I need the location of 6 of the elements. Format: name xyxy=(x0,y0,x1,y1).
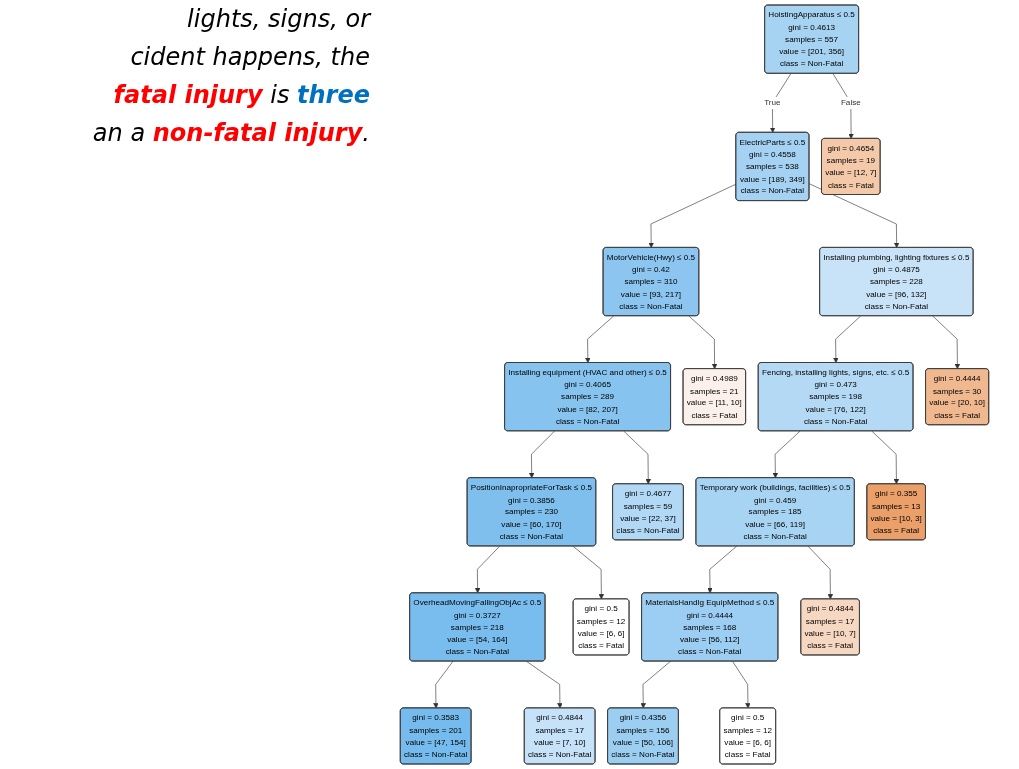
sentence-text: cident happens, the xyxy=(129,42,370,73)
sentence-text: an a non-fatal injury. xyxy=(91,118,370,149)
sentence-text: fatal injury is three xyxy=(112,80,370,111)
edge-label: False xyxy=(840,97,861,108)
edge-label: True xyxy=(764,97,781,108)
sentence-text: lights, signs, or xyxy=(186,4,370,35)
